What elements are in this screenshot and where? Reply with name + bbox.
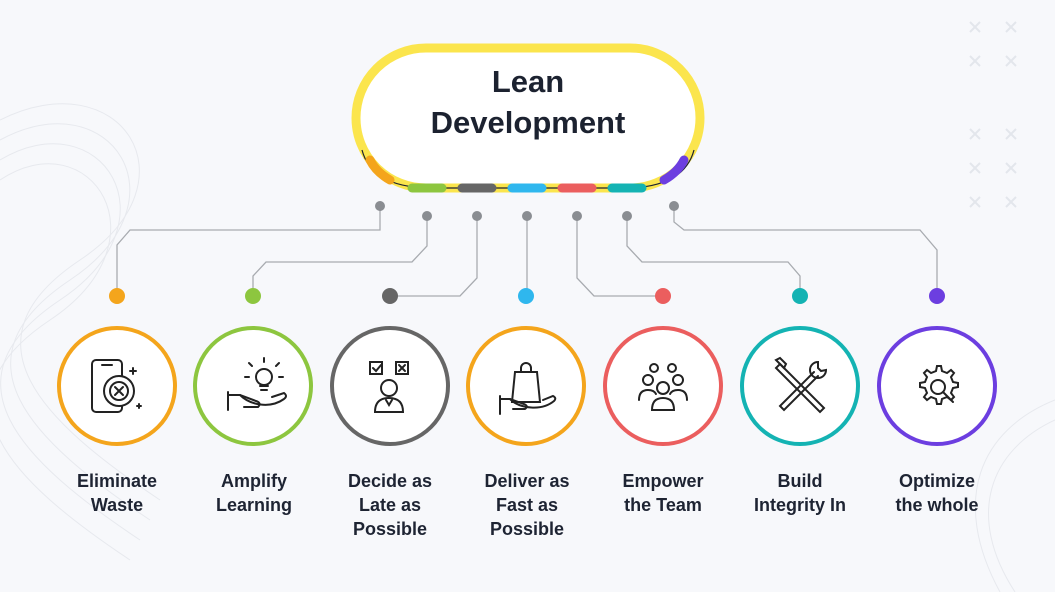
- label-deliver-fast: Deliver as Fast as Possible: [462, 469, 592, 541]
- hand-bag-icon: [499, 362, 557, 415]
- connector-lines: [109, 201, 945, 304]
- decorative-x-marks: [969, 21, 1017, 208]
- anchor-dot: [622, 211, 632, 221]
- anchor-dot: [669, 201, 679, 211]
- connector-line: [673, 206, 938, 296]
- label-line: Eliminate: [76, 471, 158, 491]
- pill-segment: [365, 155, 395, 185]
- connector-line: [252, 216, 428, 296]
- connector-line: [576, 216, 663, 297]
- pill-segment: [659, 155, 689, 185]
- principle-dot: [929, 288, 945, 304]
- label-line: Deliver as: [484, 471, 570, 491]
- principle-dot: [382, 288, 398, 304]
- anchor-dot: [472, 211, 482, 221]
- label-line: Build: [777, 471, 823, 491]
- label-line: Possible: [352, 519, 428, 539]
- principle-circle: [877, 326, 997, 446]
- principle-circle: [603, 326, 723, 446]
- label-line: Decide as: [347, 471, 433, 491]
- anchor-dot: [375, 201, 385, 211]
- label-empower-team: Empower the Team: [598, 469, 728, 517]
- decision-person-icon: [369, 361, 409, 413]
- team-icon: [638, 363, 688, 411]
- label-line: Possible: [489, 519, 565, 539]
- phone-waste-icon: [91, 359, 142, 413]
- label-line: Integrity In: [753, 495, 846, 515]
- hand-bulb-icon: [227, 357, 287, 411]
- principle-circles: [57, 326, 997, 446]
- label-line: the whole: [895, 495, 979, 515]
- title-line-1: Lean: [491, 64, 565, 99]
- label-line: Amplify: [220, 471, 287, 491]
- tools-icon: [774, 356, 828, 414]
- principle-dot: [655, 288, 671, 304]
- principle-circle: [330, 326, 450, 446]
- label-line: Learning: [215, 495, 292, 515]
- connector-line: [116, 206, 381, 296]
- label-decide-late: Decide as Late as Possible: [325, 469, 455, 541]
- label-line: Late as: [358, 495, 422, 515]
- principle-circle: [466, 326, 586, 446]
- principle-dot: [109, 288, 125, 304]
- anchor-dot: [522, 211, 532, 221]
- label-build-integrity: Build Integrity In: [735, 469, 865, 517]
- pill-segments: [365, 155, 689, 193]
- principle-dot: [518, 288, 534, 304]
- label-line: Waste: [90, 495, 144, 515]
- label-line: Optimize: [898, 471, 975, 491]
- label-amplify-learning: Amplify Learning: [189, 469, 319, 517]
- label-eliminate-waste: Eliminate Waste: [52, 469, 182, 517]
- connector-line: [390, 216, 478, 297]
- title-line-2: Development: [430, 105, 626, 140]
- label-line: Fast as: [495, 495, 559, 515]
- principle-dot: [792, 288, 808, 304]
- label-line: Empower: [622, 471, 704, 491]
- connector-line: [626, 216, 801, 296]
- principle-circle: [193, 326, 313, 446]
- gear-search-icon: [919, 365, 959, 405]
- anchor-dot: [422, 211, 432, 221]
- label-optimize-whole: Optimize the whole: [872, 469, 1002, 517]
- principle-dot: [245, 288, 261, 304]
- label-line: the Team: [624, 495, 702, 515]
- background-swirl: [0, 103, 1055, 592]
- page-title: Lean Development: [360, 50, 696, 154]
- anchor-dot: [572, 211, 582, 221]
